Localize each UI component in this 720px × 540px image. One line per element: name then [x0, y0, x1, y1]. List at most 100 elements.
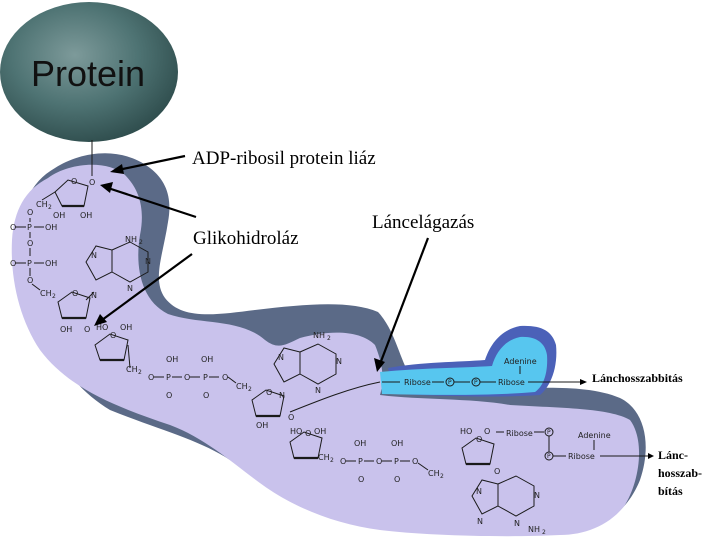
svg-text:O: O: [72, 289, 78, 298]
svg-text:CH: CH: [318, 453, 330, 462]
svg-text:N: N: [477, 517, 483, 526]
svg-text:P: P: [547, 429, 551, 436]
svg-text:2: 2: [52, 293, 56, 300]
svg-text:2: 2: [327, 335, 331, 342]
svg-text:OH: OH: [45, 223, 57, 232]
svg-text:O: O: [27, 276, 33, 285]
svg-text:O: O: [84, 325, 90, 334]
ribose-center: O OH O: [251, 388, 294, 430]
label-adp-ribosyl: ADP-ribosil protein liáz: [192, 148, 376, 169]
svg-text:P: P: [166, 373, 171, 382]
svg-text:P: P: [394, 457, 399, 466]
svg-text:Ribose: Ribose: [568, 452, 595, 461]
chain-main: [11, 164, 640, 537]
arrow-branching: [374, 237, 430, 372]
ribose-lower-center: O HO OH CH 2: [289, 427, 334, 464]
protein-label: Protein: [31, 53, 145, 94]
svg-text:O: O: [476, 435, 482, 444]
svg-text:O: O: [358, 475, 364, 484]
ribose-lower: O HO OH CH 2: [94, 323, 142, 376]
svg-text:O: O: [10, 259, 16, 268]
svg-text:CH: CH: [236, 382, 248, 391]
pyrophosphate-lower: O P OH O O P OH O O CH 2: [340, 439, 444, 484]
svg-text:P: P: [27, 259, 32, 268]
svg-text:N: N: [476, 487, 482, 496]
svg-text:O: O: [288, 413, 294, 422]
svg-text:Adenine: Adenine: [504, 357, 537, 366]
arrow-glycohydrolase-2: [94, 253, 193, 326]
svg-text:OH: OH: [256, 421, 268, 430]
svg-text:OH: OH: [201, 355, 213, 364]
svg-text:Ribose: Ribose: [498, 378, 525, 387]
svg-text:P: P: [474, 379, 478, 386]
svg-text:N: N: [91, 251, 97, 260]
adenine-lower: N N N N NH 2: [471, 475, 546, 536]
svg-text:CH: CH: [36, 200, 48, 209]
svg-text:O: O: [340, 457, 346, 466]
svg-text:CH: CH: [428, 469, 440, 478]
svg-text:O: O: [222, 373, 228, 382]
svg-text:2: 2: [330, 457, 334, 464]
svg-text:HO: HO: [96, 323, 108, 332]
svg-text:O: O: [305, 429, 311, 438]
svg-text:P: P: [203, 373, 208, 382]
branch-main: [380, 336, 548, 395]
svg-text:CH: CH: [126, 365, 138, 374]
svg-text:O: O: [110, 331, 116, 340]
svg-text:O: O: [166, 391, 172, 400]
svg-text:P: P: [448, 379, 452, 386]
label-elongation-bottom-2: hosszab-: [658, 466, 702, 480]
svg-text:OH: OH: [60, 325, 72, 334]
svg-text:P: P: [358, 457, 363, 466]
svg-text:Ribose: Ribose: [404, 378, 431, 387]
arrow-glycohydrolase-1: [100, 182, 197, 219]
pyrophosphate-left: O P O OH O P O OH O CH 2: [10, 208, 57, 300]
label-branching: Láncelágazás: [372, 212, 474, 233]
ribose-lower-right: O HO O O: [460, 427, 500, 476]
svg-text:N: N: [278, 353, 284, 362]
svg-text:OH: OH: [80, 211, 92, 220]
svg-text:O: O: [27, 208, 33, 217]
branch-connector: [289, 381, 381, 413]
svg-text:OH: OH: [166, 355, 178, 364]
label-elongation-bottom-3: bítás: [658, 484, 683, 498]
svg-text:OH: OH: [314, 427, 326, 436]
svg-text:2: 2: [138, 369, 142, 376]
svg-text:O: O: [484, 427, 490, 436]
svg-text:NH: NH: [313, 331, 325, 340]
svg-text:O: O: [494, 467, 500, 476]
ribose-top: O O OH OH CH 2: [36, 177, 95, 220]
svg-text:O: O: [89, 178, 95, 187]
svg-text:O: O: [10, 223, 16, 232]
svg-text:OH: OH: [120, 323, 132, 332]
svg-text:Ribose: Ribose: [506, 429, 533, 438]
lower-branch-schematic: Ribose P P Ribose Adenine: [496, 427, 654, 461]
svg-text:N: N: [336, 357, 342, 366]
svg-text:O: O: [412, 457, 418, 466]
svg-text:O: O: [203, 391, 209, 400]
svg-text:N: N: [315, 386, 321, 395]
svg-text:OH: OH: [391, 439, 403, 448]
svg-text:2: 2: [248, 386, 252, 393]
svg-text:O: O: [148, 373, 154, 382]
svg-text:OH: OH: [45, 259, 57, 268]
label-elongation-bottom-1: Lánc-: [658, 448, 688, 462]
svg-text:O: O: [184, 373, 190, 382]
adenine-left: NH 2 N N N N: [85, 235, 151, 301]
svg-text:CH: CH: [40, 289, 52, 298]
svg-text:HO: HO: [290, 427, 302, 436]
svg-text:OH: OH: [354, 439, 366, 448]
svg-text:N: N: [514, 519, 520, 528]
svg-text:2: 2: [139, 239, 143, 246]
svg-text:N: N: [127, 284, 133, 293]
svg-text:P: P: [547, 453, 551, 460]
svg-text:O: O: [394, 475, 400, 484]
svg-text:2: 2: [48, 204, 52, 211]
upper-branch-schematic: Adenine Ribose P P Ribose: [382, 357, 587, 387]
label-glycohydrolase: Glikohidroláz: [193, 228, 299, 249]
svg-text:NH: NH: [125, 235, 137, 244]
svg-text:O: O: [27, 239, 33, 248]
svg-text:2: 2: [542, 529, 546, 536]
